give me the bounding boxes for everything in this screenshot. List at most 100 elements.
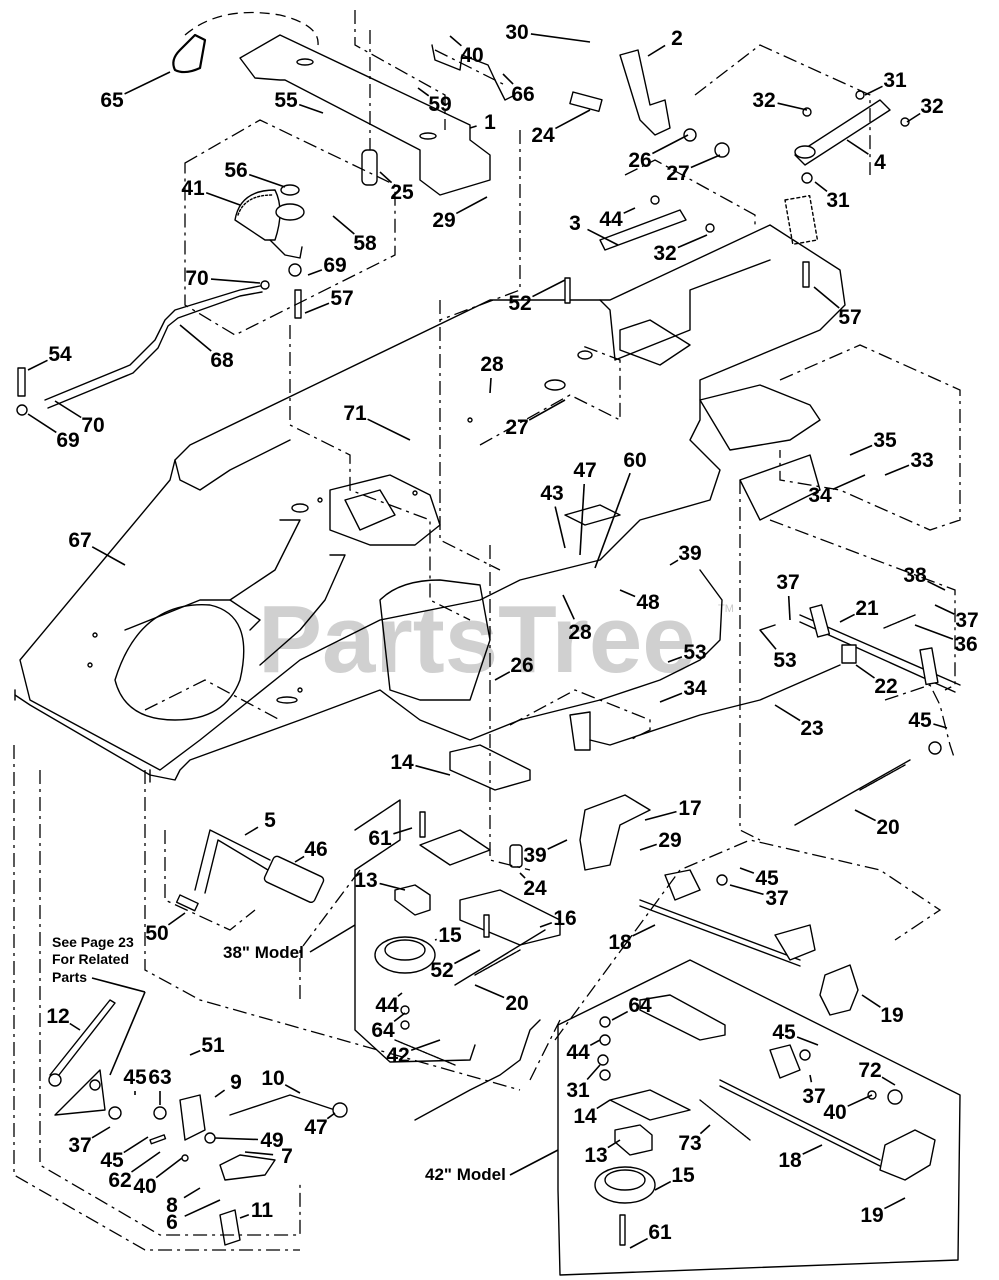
callout-leader	[839, 613, 855, 623]
callout-62: 62	[108, 1151, 161, 1192]
callout-number: 48	[636, 591, 660, 614]
callout-number: 29	[658, 829, 681, 852]
callout-leader	[849, 444, 873, 456]
callout-leader	[632, 924, 656, 937]
callout-number: 38	[903, 564, 927, 587]
callout-number: 37	[802, 1085, 825, 1108]
callout-58: 58	[332, 215, 377, 255]
callout-number: 44	[566, 1041, 590, 1064]
callout-number: 50	[145, 922, 168, 945]
rod-18-upper	[639, 869, 859, 1016]
callout-leader	[669, 559, 679, 566]
callout-number: 27	[505, 416, 528, 439]
steering-arm-assembly	[564, 49, 910, 304]
callout-number: 39	[523, 844, 546, 867]
callout-59: 59	[417, 87, 452, 116]
callout-leader	[155, 1157, 183, 1179]
group-boundaries	[13, 10, 961, 1251]
callout-40: 40	[133, 1157, 183, 1198]
callout-leader	[847, 1094, 873, 1107]
callout-number: 37	[68, 1134, 91, 1157]
callout-leader	[652, 134, 689, 155]
callout-number: 44	[375, 994, 399, 1017]
callout-50: 50	[145, 912, 186, 945]
callout-leader	[367, 418, 411, 441]
callout-35: 35	[849, 429, 897, 456]
callout-number: 65	[100, 89, 124, 112]
callout-number: 21	[855, 597, 879, 620]
callout-leader	[607, 1139, 621, 1149]
callout-leader	[777, 102, 808, 111]
callout-40: 40	[823, 1094, 873, 1124]
callout-34: 34	[808, 474, 866, 507]
callout-65: 65	[100, 71, 171, 112]
see-page-note-line2: For Related	[52, 951, 129, 967]
callout-31: 31	[814, 181, 850, 212]
callout-number: 62	[108, 1169, 131, 1192]
callout-57: 57	[813, 286, 862, 329]
callout-4: 4	[846, 139, 886, 174]
callout-36: 36	[914, 624, 978, 656]
callout-21: 21	[839, 597, 879, 623]
callout-45: 45	[772, 1021, 819, 1046]
callout-37: 37	[68, 1126, 111, 1157]
callout-leader	[417, 87, 430, 97]
callout-leader	[677, 234, 708, 249]
see-page-note-line1: See Page 23	[52, 934, 134, 950]
callout-number: 44	[599, 208, 623, 231]
callout-37: 37	[729, 884, 789, 910]
callout-leader	[802, 1144, 823, 1155]
callout-leader	[183, 1187, 201, 1199]
callout-number: 51	[201, 1034, 225, 1057]
callout-number: 73	[678, 1132, 701, 1155]
callout-leader	[393, 1012, 406, 1023]
part-68-drag-link	[16, 263, 302, 416]
callout-19: 19	[861, 994, 904, 1027]
callout-leader	[91, 546, 126, 566]
callout-37: 37	[776, 571, 800, 621]
callout-39: 39	[669, 542, 702, 566]
chassis-frame	[14, 224, 846, 783]
callout-number: 26	[510, 654, 533, 677]
callout-number: 27	[666, 162, 689, 185]
callout-10: 10	[261, 1067, 301, 1094]
callout-24: 24	[519, 872, 547, 900]
boundary-42-model	[557, 959, 961, 1276]
callout-number: 46	[304, 838, 327, 861]
callout-number: 57	[838, 306, 861, 329]
callout-leader	[528, 399, 566, 421]
callout-number: 18	[608, 931, 632, 954]
callout-leader	[639, 843, 657, 851]
callout-39: 39	[523, 839, 568, 867]
callout-leader	[884, 464, 910, 476]
callout-67: 67	[68, 529, 126, 566]
callout-number: 40	[823, 1101, 846, 1124]
callout-2: 2	[647, 27, 683, 57]
callout-61: 61	[368, 827, 413, 850]
callout-number: 13	[354, 869, 377, 892]
callout-46: 46	[294, 838, 328, 863]
callout-47: 47	[304, 1112, 336, 1139]
callout-number: 14	[390, 751, 414, 774]
callout-number: 47	[304, 1116, 327, 1139]
callout-53: 53	[759, 629, 797, 672]
callout-15: 15	[434, 924, 462, 947]
part-25-pin	[361, 30, 378, 186]
callout-number: 54	[48, 343, 72, 366]
callout-leader	[629, 1237, 648, 1249]
callout-16: 16	[539, 907, 577, 930]
deck-42-assembly	[594, 994, 936, 1246]
callout-number: 18	[778, 1149, 802, 1172]
callout-number: 1	[484, 111, 496, 134]
callout-leader	[787, 595, 791, 621]
callout-leader	[623, 207, 636, 214]
callout-17: 17	[644, 797, 702, 821]
callout-number: 53	[683, 641, 706, 664]
callout-leader	[167, 912, 186, 926]
callout-number: 58	[353, 232, 377, 255]
callout-number: 16	[553, 907, 576, 930]
callout-leader	[379, 882, 406, 891]
callout-leader	[854, 809, 876, 822]
callout-number: 35	[873, 429, 897, 452]
callout-number: 66	[511, 83, 534, 106]
